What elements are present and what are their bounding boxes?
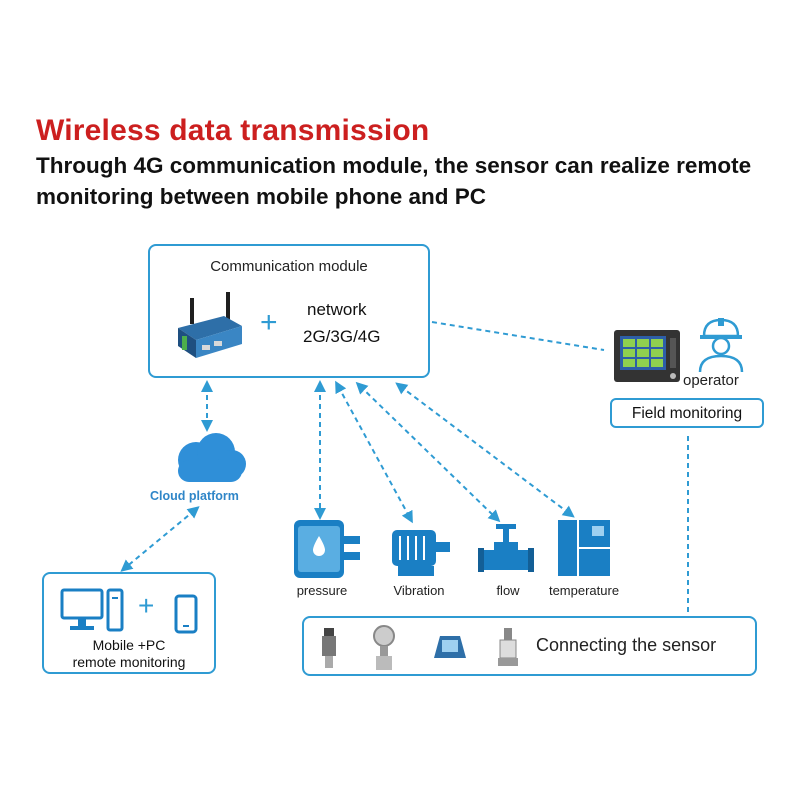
mobile-pc-box: + Mobile +PC remote monitoring xyxy=(42,572,216,674)
field-monitoring-box: Field monitoring xyxy=(610,398,764,428)
link-module-vibration xyxy=(335,380,413,524)
cloud-icon xyxy=(178,433,246,482)
sensor-label-temperature: temperature xyxy=(548,583,620,598)
connecting-sensor-label: Connecting the sensor xyxy=(536,635,717,655)
page-title: Wireless data transmission xyxy=(36,114,430,147)
connecting-sensor-box: Connecting the sensor xyxy=(302,616,757,676)
network-label: network xyxy=(307,300,367,319)
router-icon xyxy=(178,292,242,358)
plus-sign: + xyxy=(260,306,278,339)
temperature-sensor-icon xyxy=(498,628,518,666)
motor-icon xyxy=(392,530,450,576)
communication-module-title: Communication module xyxy=(210,258,368,275)
network-types: 2G/3G/4G xyxy=(303,327,381,346)
cloud-platform-label: Cloud platform xyxy=(150,489,239,503)
operator-label: operator xyxy=(683,372,739,389)
sensor-label-pressure: pressure xyxy=(296,583,348,598)
plus-sign: + xyxy=(138,590,155,621)
vibration-sensor-icon xyxy=(434,636,466,658)
operator-icon xyxy=(698,318,744,373)
link-cloud-mobile xyxy=(120,506,200,572)
sensor-label-flow: flow xyxy=(496,583,520,598)
pressure-tank-icon xyxy=(294,520,360,578)
recorder-icon xyxy=(614,330,680,382)
page-subtitle: Through 4G communication module, the sen… xyxy=(36,153,752,209)
field-monitoring-label: Field monitoring xyxy=(631,405,743,422)
pc-icon xyxy=(60,588,124,632)
mobile-pc-label: Mobile +PC remote monitoring xyxy=(72,637,186,670)
flow-meter-icon xyxy=(373,625,395,670)
link-module-flow xyxy=(355,381,501,523)
phone-icon xyxy=(174,594,198,634)
communication-module-box: Communication module + network 2G/3G/4G xyxy=(148,244,430,378)
sensor-label-vibration: Vibration xyxy=(393,583,445,598)
link-module-field xyxy=(431,321,605,351)
pressure-transmitter-icon xyxy=(322,628,336,668)
cabinet-icon xyxy=(558,520,610,576)
valve-icon xyxy=(478,524,534,572)
